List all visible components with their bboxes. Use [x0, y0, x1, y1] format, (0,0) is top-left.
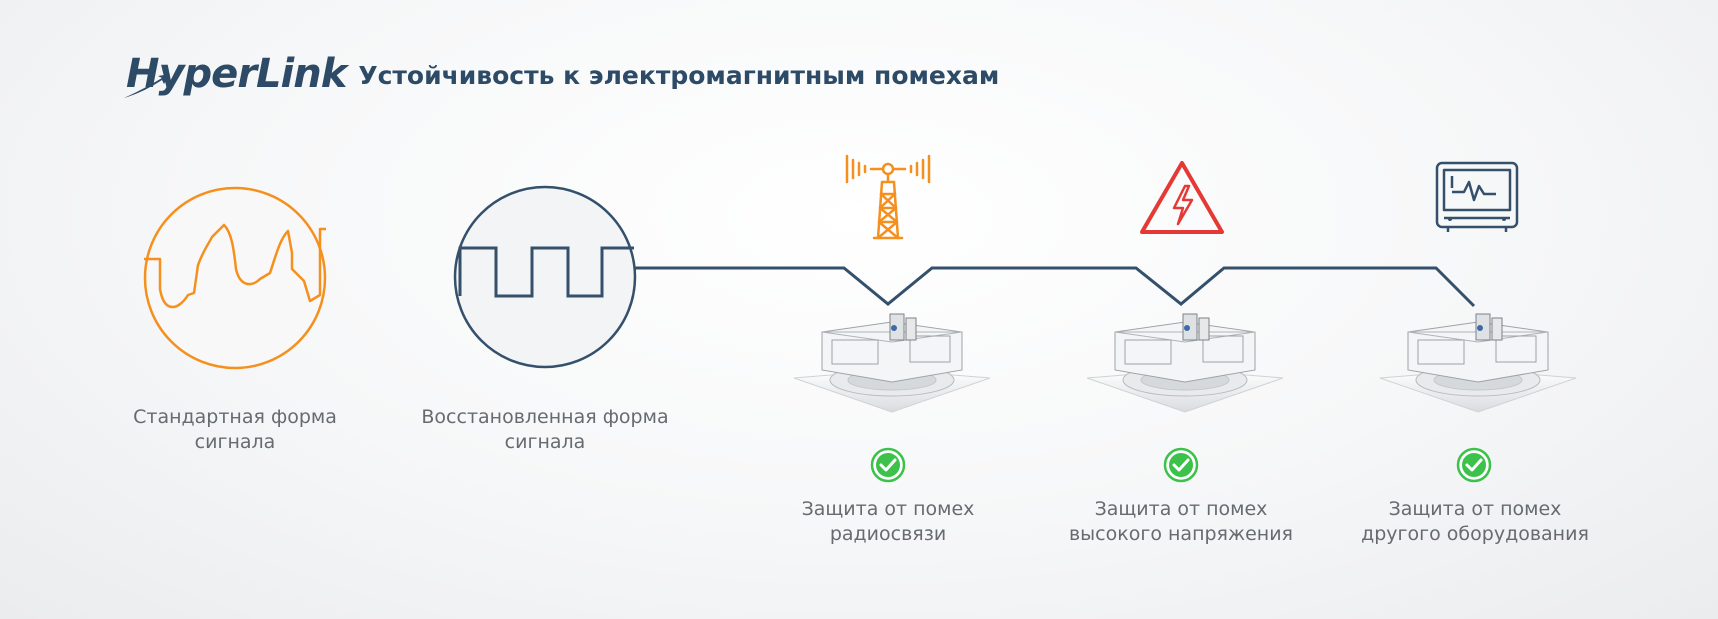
page-title: Устойчивость к электромагнитным помехам: [358, 61, 1000, 90]
header: HyperLink Устойчивость к электромагнитны…: [124, 50, 1000, 98]
check-icon: [1163, 447, 1199, 483]
equipment-monitor-icon: [1435, 161, 1519, 232]
restored-signal-caption: Восстановленная форма сигнала: [421, 406, 669, 453]
square-wave-icon: [453, 185, 637, 369]
standard-signal: [142, 185, 328, 375]
radio-tower-icon: [845, 154, 931, 240]
check-icon: [1456, 447, 1492, 483]
check-icon: [870, 447, 906, 483]
high-voltage-icon: [1140, 161, 1224, 234]
distorted-wave-icon: [143, 186, 327, 370]
standard-signal-caption: Стандартная форма сигнала: [133, 406, 337, 453]
hyperlink-logo: HyperLink: [124, 50, 347, 98]
ceiling-unit-3: [1379, 313, 1577, 413]
radio-protection-caption: Защита от помех радиосвязи: [801, 498, 975, 545]
logo-swoosh-icon: [124, 74, 170, 98]
ceiling-unit-2: [1086, 313, 1284, 413]
high-voltage-protection-caption: Защита от помех высокого напряжения: [1068, 498, 1293, 545]
restored-signal: [452, 184, 638, 374]
logo-text: HyperLink: [126, 51, 347, 97]
equipment-protection-caption: Защита от помех другого оборудования: [1361, 498, 1589, 545]
ceiling-unit-1: [793, 313, 991, 413]
